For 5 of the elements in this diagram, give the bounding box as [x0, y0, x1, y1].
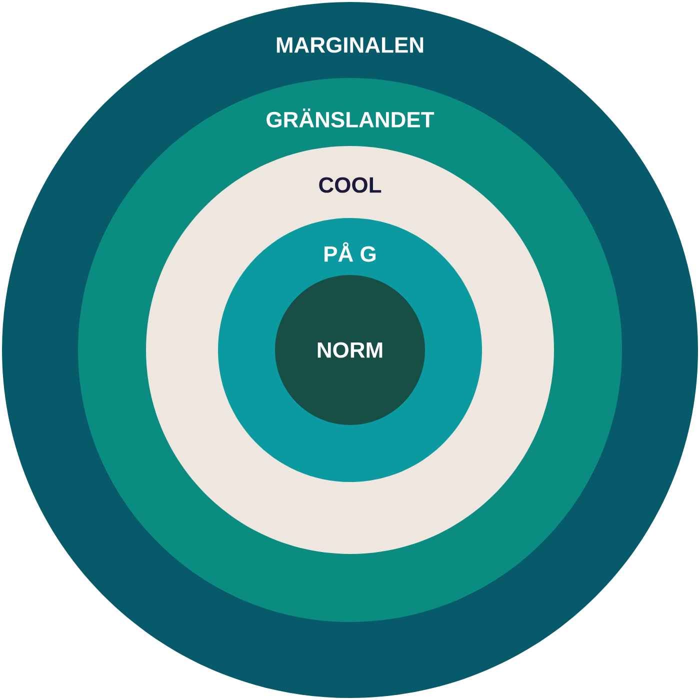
ring-label: NORM — [318, 342, 382, 358]
ring-label: MARGINALEN — [276, 37, 424, 53]
ring-label: COOL — [319, 177, 382, 193]
ring-label: GRÄNSLANDET — [266, 108, 434, 128]
ring-label: PÅ G — [324, 242, 376, 262]
